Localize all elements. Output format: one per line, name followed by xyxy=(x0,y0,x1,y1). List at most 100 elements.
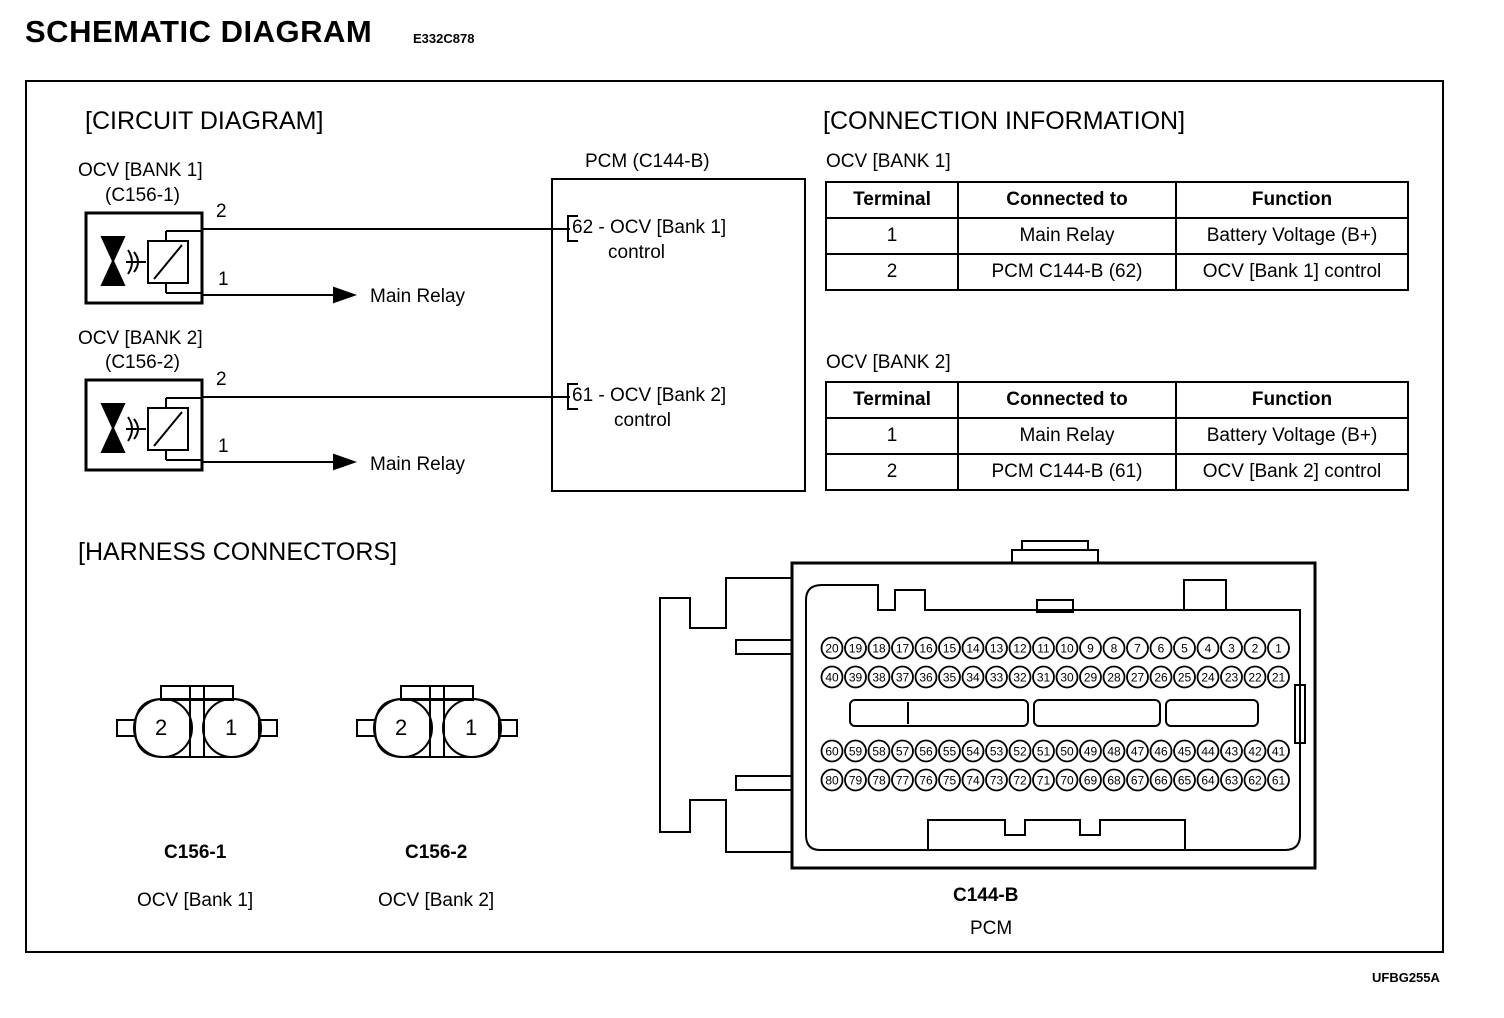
pcm-term61-label: 61 - OCV [Bank 2] xyxy=(572,385,727,406)
harness-connectors-title: [HARNESS CONNECTORS] xyxy=(78,538,398,566)
pcm-pin-75 xyxy=(938,768,961,792)
pcm-pin-label: 25 xyxy=(1178,671,1192,685)
pcm-pin-63 xyxy=(1220,768,1243,792)
pcm-pin-76 xyxy=(914,768,938,792)
pcm-pin-label: 65 xyxy=(1178,774,1192,788)
pcm-pin-10 xyxy=(1055,636,1079,660)
pcm-pin-label: 59 xyxy=(849,745,863,759)
pcm-pin-47 xyxy=(1126,739,1149,763)
table-header-row: Terminal Connected to Function xyxy=(825,181,1409,219)
header-connected-to: Connected to xyxy=(957,381,1177,419)
pcm-pin-label: 41 xyxy=(1272,745,1286,759)
pcm-pin-label: 28 xyxy=(1107,671,1121,685)
pcm-pin-25 xyxy=(1173,665,1196,689)
pcm-pin-label: 76 xyxy=(919,774,933,788)
pcm-pin-label: 30 xyxy=(1060,671,1074,685)
pcm-pin-label: 29 xyxy=(1084,671,1098,685)
pcm-pin-label: 66 xyxy=(1154,774,1168,788)
pcm-pin-label: 69 xyxy=(1084,774,1098,788)
c156-1-connector xyxy=(116,685,278,758)
cell-function: Battery Voltage (B+) xyxy=(1175,217,1409,255)
c144-b-connector xyxy=(659,540,1317,870)
pcm-pin-label: 62 xyxy=(1248,774,1262,788)
c144-b-desc: PCM xyxy=(970,918,1013,939)
pcm-pin-label: 7 xyxy=(1134,642,1141,656)
pcm-pin-77 xyxy=(891,768,914,792)
ocv2-main-relay: Main Relay xyxy=(370,454,466,475)
ocv1-pin-1: 1 xyxy=(218,269,229,290)
ocv1-pin-2: 2 xyxy=(216,201,227,222)
pcm-pin-label: 19 xyxy=(849,642,863,656)
c144-b-id: C144-B xyxy=(953,885,1019,906)
pcm-pin-label: 38 xyxy=(872,671,886,685)
pcm-pin-label: 49 xyxy=(1084,745,1098,759)
pcm-pin-40 xyxy=(820,665,844,689)
pcm-term62-label: 62 - OCV [Bank 1] xyxy=(572,217,727,238)
pcm-pin-15 xyxy=(938,636,961,660)
pcm-pin-16 xyxy=(914,636,938,660)
c156-2-pin-1: 1 xyxy=(465,715,478,740)
pcm-pin-label: 21 xyxy=(1272,671,1286,685)
header-terminal: Terminal xyxy=(825,181,959,219)
pcm-pin-label: 12 xyxy=(1013,642,1027,656)
pcm-pin-label: 34 xyxy=(966,671,980,685)
pcm-pin-54 xyxy=(961,739,985,763)
pcm-box xyxy=(551,178,806,492)
pcm-pin-label: 80 xyxy=(825,774,839,788)
ocv1-main-relay: Main Relay xyxy=(370,286,466,307)
pcm-pin-label: 75 xyxy=(943,774,957,788)
pcm-pin-18 xyxy=(867,636,891,660)
pcm-pin-label: 31 xyxy=(1037,671,1051,685)
pcm-pin-37 xyxy=(891,665,914,689)
diagram-frame xyxy=(25,80,1444,953)
pcm-pin-label: 4 xyxy=(1205,642,1212,656)
pcm-pin-label: 14 xyxy=(966,642,980,656)
ocv2-pin-1: 1 xyxy=(218,436,229,457)
pcm-pin-label: 1 xyxy=(1275,642,1282,656)
pcm-pin-label: 24 xyxy=(1201,671,1215,685)
pcm-pin-label: 26 xyxy=(1154,671,1168,685)
pcm-pin-label: 60 xyxy=(825,745,839,759)
table-header-row: Terminal Connected to Function xyxy=(825,381,1409,419)
pcm-pin-label: 46 xyxy=(1154,745,1168,759)
pcm-pin-5 xyxy=(1173,636,1196,660)
pcm-pin-label: 77 xyxy=(896,774,910,788)
pcm-pin-49 xyxy=(1079,739,1102,763)
pcm-pin-label: 13 xyxy=(990,642,1004,656)
pcm-pin-79 xyxy=(844,768,867,792)
pcm-pin-61 xyxy=(1267,768,1290,792)
pcm-pin-14 xyxy=(961,636,985,660)
pcm-pin-44 xyxy=(1196,739,1220,763)
bank1-table-title: OCV [BANK 1] xyxy=(826,151,951,172)
pcm-pin-label: 73 xyxy=(990,774,1004,788)
pcm-pin-27 xyxy=(1126,665,1149,689)
pcm-pin-12 xyxy=(1008,636,1032,660)
pcm-pin-4 xyxy=(1196,636,1220,660)
pcm-pin-label: 40 xyxy=(825,671,839,685)
pcm-pin-24 xyxy=(1196,665,1220,689)
pcm-pin-28 xyxy=(1102,665,1126,689)
ocv2-pin-2: 2 xyxy=(216,369,227,390)
pcm-pin-6 xyxy=(1149,636,1173,660)
pcm-pin-59 xyxy=(844,739,867,763)
ocv2-coil xyxy=(147,407,189,451)
ocv1-solenoid-box xyxy=(84,211,204,305)
table-row: 2 PCM C144-B (61) OCV [Bank 2] control xyxy=(825,453,1409,491)
pcm-pin-label: 20 xyxy=(825,642,839,656)
pcm-pin-label: 11 xyxy=(1037,642,1050,656)
pcm-pin-62 xyxy=(1243,768,1267,792)
cell-connected-to: Main Relay xyxy=(957,217,1177,255)
pcm-pin-2 xyxy=(1243,636,1267,660)
pcm-pin-22 xyxy=(1243,665,1267,689)
pcm-pin-80 xyxy=(820,768,844,792)
c156-2-pin-2: 2 xyxy=(395,715,408,740)
pcm-pin-51 xyxy=(1032,739,1055,763)
pcm-pin-label: 32 xyxy=(1013,671,1027,685)
pcm-pin-label: 45 xyxy=(1178,745,1192,759)
pcm-pin-55 xyxy=(938,739,961,763)
ocv1-connector: (C156-1) xyxy=(105,185,180,206)
pcm-pin-9 xyxy=(1079,636,1102,660)
pcm-term62-control: control xyxy=(608,242,666,263)
